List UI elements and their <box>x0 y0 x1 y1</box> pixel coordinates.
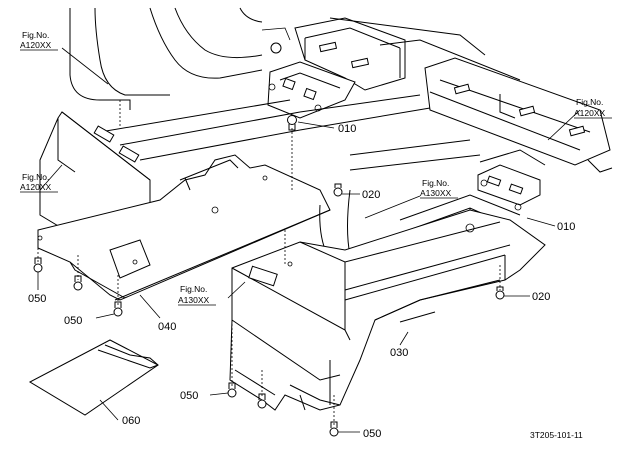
fig-ref-line2: A120XX <box>20 182 52 192</box>
part-label-050: 050 <box>28 293 46 305</box>
seat-outline <box>69 7 291 110</box>
bolt-icon <box>287 115 297 131</box>
drawing-code: 3T205-101-11 <box>530 430 583 440</box>
fig-ref-line1: Fig.No. <box>180 284 207 294</box>
bolt-icon <box>495 286 505 300</box>
fig-ref-line2: A120XX <box>20 40 52 50</box>
floor-cover-040 <box>37 154 331 301</box>
assembly-lines <box>37 100 501 426</box>
fig-ref-line2: A120XX <box>574 108 606 118</box>
bolt-icon <box>113 301 123 317</box>
fig-ref-top-left: Fig.No. A120XX <box>20 30 58 51</box>
bolt-icon <box>329 421 339 437</box>
fig-ref-line2: A130XX <box>420 188 452 198</box>
part-label-020: 020 <box>532 291 550 303</box>
fig-ref-line1: Fig.No. <box>22 30 49 40</box>
part-label-060: 060 <box>122 415 140 427</box>
fig-ref-mid-left: Fig.No. A120XX <box>20 172 58 193</box>
part-labels: 010 010 020 020 030 040 050 050 050 050 … <box>28 123 575 440</box>
fig-ref-right: Fig.No. A120XX <box>574 97 612 119</box>
part-label-050: 050 <box>180 390 198 402</box>
fig-ref-center: Fig.No. A130XX <box>420 178 458 199</box>
upper-bracket <box>267 61 356 119</box>
leader-lines <box>37 47 581 433</box>
fig-ref-line2: A130XX <box>178 295 210 305</box>
fig-ref-lower: Fig.No. A130XX <box>178 284 216 306</box>
fig-ref-line1: Fig.No. <box>422 178 449 188</box>
bracket-010-right <box>477 149 546 211</box>
part-label-030: 030 <box>390 347 408 359</box>
upper-frame <box>294 17 613 173</box>
part-label-020: 020 <box>362 189 380 201</box>
mat-060 <box>28 339 159 416</box>
part-label-050: 050 <box>64 315 82 327</box>
cover-030 <box>229 209 546 411</box>
bolt-icon <box>333 183 343 197</box>
part-label-050: 050 <box>363 428 381 440</box>
part-label-040: 040 <box>158 321 176 333</box>
part-label-010: 010 <box>338 123 356 135</box>
part-label-010: 010 <box>557 221 575 233</box>
fig-ref-line1: Fig.No. <box>22 172 49 182</box>
fig-ref-line1: Fig.No. <box>576 97 603 107</box>
bolt-icon <box>73 275 83 291</box>
